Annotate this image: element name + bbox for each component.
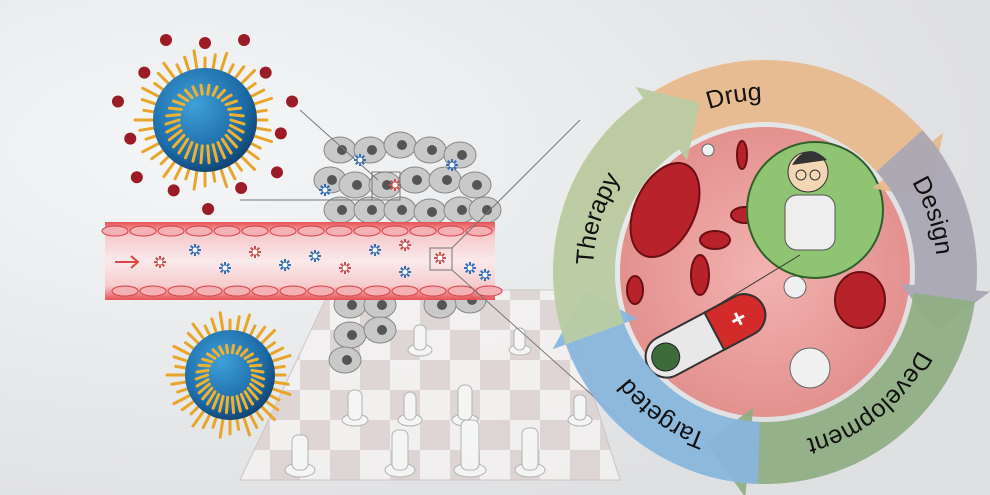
endothelial-cell (167, 285, 195, 297)
cell-nucleus (347, 300, 357, 310)
white-blood-cells (701, 143, 831, 389)
endothelial-cell (419, 285, 447, 297)
endothelial-cells (101, 225, 503, 297)
cell-nucleus (457, 150, 467, 160)
cell-nucleus (327, 175, 337, 185)
endothelial-cell (325, 225, 353, 237)
endothelial-cell (129, 225, 157, 237)
cycle-arrow-therapy: Therapy (553, 86, 701, 345)
cell-nucleus (397, 205, 407, 215)
endothelial-cell (139, 285, 167, 297)
drug-molecules (154, 154, 491, 281)
endothelial-cell (465, 225, 493, 237)
payload-dot (130, 171, 143, 184)
endothelial-cell (101, 225, 129, 237)
cell-nucleus (337, 205, 347, 215)
drug-capsule: + (644, 293, 767, 379)
endothelial-cell (381, 225, 409, 237)
drug-molecule-icon (399, 239, 411, 251)
drug-molecule-icon (434, 252, 446, 264)
cell-nucleus (397, 140, 407, 150)
nanoparticle-large (111, 34, 299, 215)
endothelial-cell (437, 225, 465, 237)
scientist-inset (746, 141, 884, 279)
cell-nucleus (427, 145, 437, 155)
endothelial-cell (391, 285, 419, 297)
endothelial-cell (269, 225, 297, 237)
cell-nucleus (377, 325, 387, 335)
cell-nucleus (367, 145, 377, 155)
endothelial-cell (195, 285, 223, 297)
endothelial-cell (111, 285, 139, 297)
drug-molecule-icon (339, 262, 351, 274)
drug-molecule-icon (219, 262, 231, 274)
arrow-right-icon (115, 255, 140, 269)
endothelial-cell (213, 225, 241, 237)
nanoparticle-core (185, 330, 275, 420)
nanoparticle-core (153, 68, 257, 172)
endothelial-cell (307, 285, 335, 297)
payload-dot (274, 127, 287, 140)
cell-nucleus (412, 175, 422, 185)
drug-molecule-icon (319, 184, 331, 196)
payload-dot (202, 202, 215, 215)
endothelial-cell (185, 225, 213, 237)
endothelial-cell (335, 285, 363, 297)
drug-molecule-icon (249, 246, 261, 258)
endothelial-cell (363, 285, 391, 297)
cell-nucleus (382, 180, 392, 190)
payload-dot (138, 66, 151, 79)
cell-nucleus (347, 330, 357, 340)
drug-molecule-icon (279, 259, 291, 271)
payload-dot (124, 132, 137, 145)
drug-molecule-icon (399, 266, 411, 278)
payload-dot (286, 95, 299, 108)
endothelial-cell (251, 285, 279, 297)
cell-nucleus (367, 205, 377, 215)
endothelial-cell (241, 225, 269, 237)
endothelial-cell (279, 285, 307, 297)
endothelial-cell (297, 225, 325, 237)
payload-dot (238, 34, 251, 47)
payload-dot (167, 184, 180, 197)
zoom-lines (240, 109, 621, 421)
payload-dot (259, 66, 272, 79)
nanoparticle-small (165, 311, 292, 439)
tumor-cell-cluster (313, 131, 502, 374)
drug-molecule-icon (154, 256, 166, 268)
payload-dot (235, 181, 248, 194)
cell-nucleus (352, 180, 362, 190)
payload-dot (159, 34, 172, 47)
drug-molecule-icon (389, 179, 401, 191)
cell-nucleus (337, 145, 347, 155)
cell-nucleus (342, 355, 352, 365)
drug-molecule-icon (464, 262, 476, 274)
endothelial-cell (409, 225, 437, 237)
endothelial-cell (223, 285, 251, 297)
cell-nucleus (482, 205, 492, 215)
endothelial-cell (353, 225, 381, 237)
payload-dot (111, 95, 124, 108)
cell-nucleus (377, 300, 387, 310)
endothelial-cell (447, 285, 475, 297)
drug-molecule-icon (369, 244, 381, 256)
cell-nucleus (437, 300, 447, 310)
cycle-arrow-design: Design (876, 130, 990, 331)
chess-pieces (284, 324, 593, 478)
cell-nucleus (472, 180, 482, 190)
endothelial-cell (157, 225, 185, 237)
drug-molecule-icon (446, 159, 458, 171)
payload-dot (271, 166, 284, 179)
cell-nucleus (427, 207, 437, 217)
drug-molecule-icon (309, 250, 321, 262)
cell-nucleus (457, 205, 467, 215)
drug-molecule-icon (189, 244, 201, 256)
payload-dot (199, 37, 211, 49)
cell-nucleus (442, 175, 452, 185)
drug-molecule-icon (479, 269, 491, 281)
